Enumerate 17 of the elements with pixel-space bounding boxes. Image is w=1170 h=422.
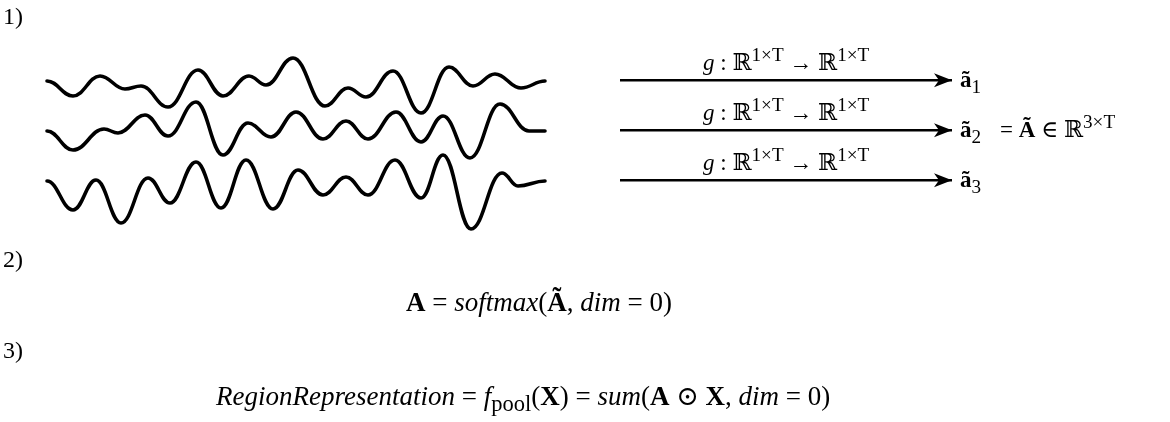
edge-label: g : ℝ$^{1×T}$ → ℝ$^{1×T}$ bbox=[703, 50, 870, 77]
edge-label: g : ℝ$^{1×T}$ → ℝ$^{1×T}$ bbox=[703, 100, 870, 127]
vector-symbol: ã$_{3}$ bbox=[960, 167, 982, 194]
arrow bbox=[620, 73, 952, 88]
arrow bbox=[620, 173, 952, 188]
vector-symbol: ã$_{2}$ bbox=[960, 117, 982, 144]
step-number: 1) bbox=[3, 3, 23, 31]
equation: A = softmax(Ã, dim = 0) bbox=[406, 287, 672, 319]
equation: = Ã ∈ ℝ$^{3×T}$ bbox=[1000, 117, 1116, 144]
vector-symbol: ã$_{1}$ bbox=[960, 67, 982, 94]
edge-label: g : ℝ$^{1×T}$ → ℝ$^{1×T}$ bbox=[703, 150, 870, 177]
signal-wave bbox=[45, 55, 547, 116]
signal-wave bbox=[45, 99, 547, 161]
arrow bbox=[620, 123, 952, 138]
signal-wave bbox=[45, 152, 547, 232]
step-number: 2) bbox=[3, 246, 23, 274]
step-number: 3) bbox=[3, 337, 23, 365]
